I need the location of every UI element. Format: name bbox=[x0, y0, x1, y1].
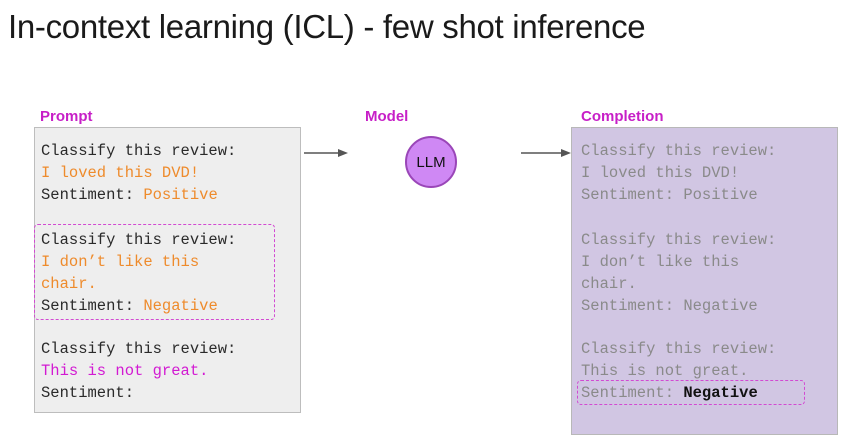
prompt-query-sentiment: Sentiment: bbox=[41, 384, 135, 402]
completion-query-instruction: Classify this review: bbox=[581, 340, 777, 358]
prompt-ex2-sentiment: Sentiment: Negative bbox=[41, 295, 218, 317]
prompt-ex2-review-line1: I don’t like this bbox=[41, 253, 200, 271]
example-highlight-box bbox=[34, 224, 275, 320]
prompt-ex2-review-line2: chair. bbox=[41, 275, 97, 293]
completion-panel bbox=[571, 127, 838, 435]
llm-label: LLM bbox=[416, 153, 446, 171]
llm-model-node: LLM bbox=[405, 136, 457, 188]
completion-label: Completion bbox=[581, 108, 664, 125]
model-label: Model bbox=[365, 108, 409, 125]
prompt-ex1-instruction: Classify this review: bbox=[41, 142, 237, 160]
generated-sentiment-value: Negative bbox=[683, 384, 758, 402]
prompt-query-instruction: Classify this review: bbox=[41, 340, 237, 358]
sentiment-value: Negative bbox=[143, 297, 218, 315]
prompt-label: Prompt bbox=[40, 108, 93, 125]
sentiment-value: Positive bbox=[143, 186, 218, 204]
prompt-ex2-instruction: Classify this review: bbox=[41, 231, 237, 249]
completion-ex2-review-line1: I don’t like this bbox=[581, 253, 740, 271]
prompt-ex1-review: I loved this DVD! bbox=[41, 164, 200, 182]
sentiment-label: Sentiment: bbox=[41, 297, 135, 315]
completion-ex2-sentiment: Sentiment: Negative bbox=[581, 297, 758, 315]
completion-ex2-instruction: Classify this review: bbox=[581, 231, 777, 249]
completion-query-review: This is not great. bbox=[581, 362, 749, 380]
completion-ex1-review: I loved this DVD! bbox=[581, 164, 740, 182]
completion-ex1-instruction: Classify this review: bbox=[581, 142, 777, 160]
sentiment-label: Sentiment: bbox=[41, 186, 135, 204]
prompt-panel bbox=[34, 127, 301, 413]
completion-ex1-sentiment: Sentiment: Positive bbox=[581, 186, 758, 204]
prompt-ex1-sentiment: Sentiment: Positive bbox=[41, 184, 218, 206]
completion-query-sentiment: Sentiment: Negative bbox=[581, 382, 758, 404]
completion-output-highlight-box bbox=[577, 380, 805, 405]
slide-title: In-context learning (ICL) - few shot inf… bbox=[8, 8, 646, 45]
completion-ex2-review-line2: chair. bbox=[581, 275, 637, 293]
sentiment-label: Sentiment: bbox=[581, 384, 675, 402]
prompt-query-review: This is not great. bbox=[41, 362, 209, 380]
